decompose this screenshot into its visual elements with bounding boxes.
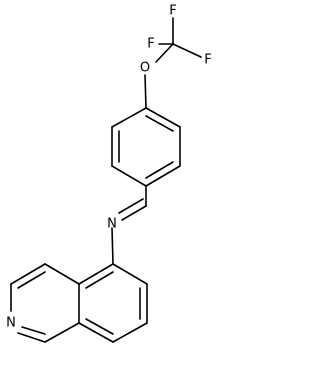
bond-isoq-right-1 (112, 263, 148, 285)
bond-benzene-1 (145, 107, 181, 128)
bond-isoq-fused-inner (85, 318, 114, 335)
bond-benzene-4 (111, 165, 147, 187)
atom-label-f-left: F (147, 37, 154, 52)
bond-lines (10, 17, 202, 343)
bond-o-aryl (144, 74, 147, 109)
bond-ch-n-double-1 (121, 205, 147, 221)
atom-label-n-ring: N (6, 316, 16, 331)
bond-isoq-right-4 (78, 263, 114, 285)
bond-isoq-left-4 (17, 332, 46, 343)
chemical-structure: F F F O N N (6, 4, 212, 343)
bond-c-o (155, 43, 174, 63)
bond-isoq-right-3 (112, 322, 148, 343)
bond-isoq-left-2 (10, 263, 46, 285)
atom-labels: F F F O N N (6, 4, 212, 331)
bond-isoq-left-2-inner (17, 271, 46, 289)
bond-ch-n-double-2 (118, 198, 144, 214)
bond-benzene-1-inner (145, 115, 174, 132)
bond-isoq-right-4-inner (85, 271, 114, 289)
bond-isoq-left-5 (44, 322, 80, 343)
bond-isoq-left-1 (44, 263, 80, 285)
bond-isoq-left-4-inner (21, 326, 46, 335)
atom-label-o-ether: O (140, 61, 150, 76)
bond-isoq-fused (78, 322, 114, 343)
bond-benzene-6 (111, 107, 147, 128)
atom-label-n-imine: N (107, 217, 117, 232)
bond-c-f-right (172, 43, 202, 58)
bond-n-isoquinoline (111, 227, 114, 265)
atom-label-f-top: F (169, 4, 176, 19)
bond-benzene-3-inner (145, 161, 174, 179)
atom-label-f-right: F (204, 53, 211, 68)
bond-benzene-3 (145, 165, 181, 187)
